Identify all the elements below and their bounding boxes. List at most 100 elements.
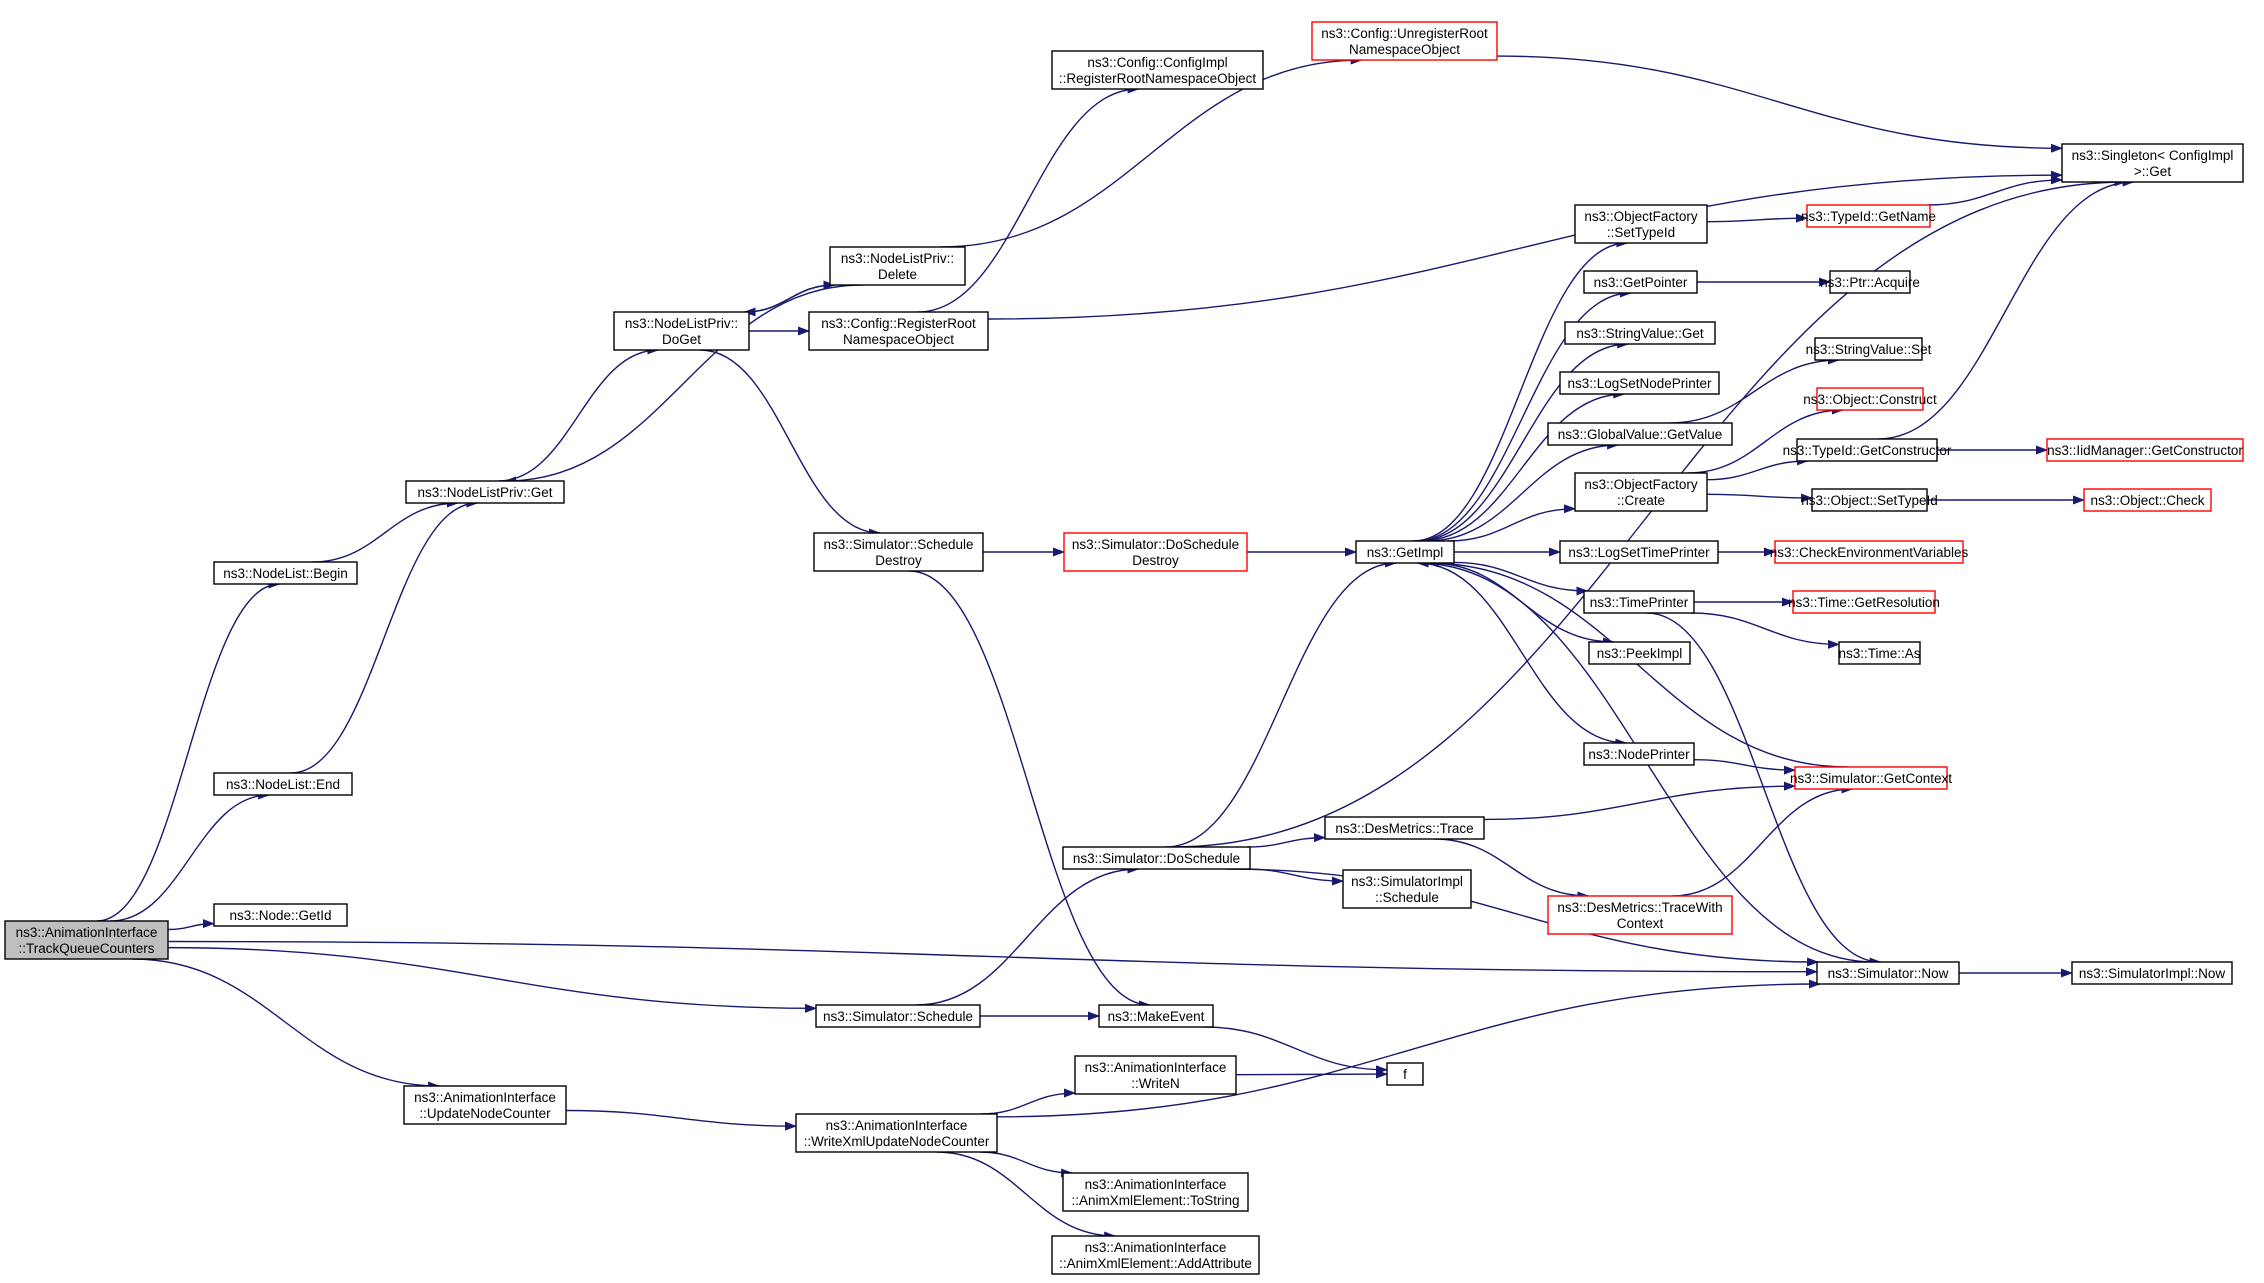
graph-node[interactable]: f bbox=[1386, 1062, 1424, 1086]
node-label: ns3::Simulator::Now bbox=[1828, 966, 1949, 981]
node-label: ns3::TypeId::GetName bbox=[1801, 209, 1936, 224]
node-label: ns3::NodePrinter bbox=[1588, 747, 1690, 762]
graph-node[interactable]: ns3::AnimationInterface::WriteXmlUpdateN… bbox=[795, 1113, 998, 1153]
graph-node[interactable]: ns3::NodePrinter bbox=[1583, 742, 1695, 766]
node-label: ns3::Simulator::Schedule bbox=[823, 537, 973, 552]
edge-n_getimpl-to-n_stringvalue_get bbox=[1416, 339, 1630, 542]
edge-n_cfg_reg-to-n_singleton bbox=[987, 170, 2063, 320]
edge-n_getimpl-to-n_nodeprinter bbox=[1417, 562, 1628, 748]
node-box bbox=[1074, 1055, 1237, 1095]
graph-node[interactable]: ns3::TimePrinter bbox=[1583, 590, 1695, 614]
graph-node[interactable]: ns3::Simulator::Schedule bbox=[815, 1004, 981, 1028]
graph-node[interactable]: ns3::AnimationInterface::UpdateNodeCount… bbox=[403, 1085, 567, 1125]
graph-node[interactable]: ns3::ObjectFactory::SetTypeId bbox=[1574, 204, 1708, 244]
node-box bbox=[1816, 387, 1924, 411]
graph-node[interactable]: ns3::Config::ConfigImpl::RegisterRootNam… bbox=[1051, 50, 1264, 90]
graph-node[interactable]: ns3::CheckEnvironmentVariables bbox=[1770, 540, 1969, 564]
edge-n_sim_doschedule-to-n_sim_now bbox=[1226, 868, 1820, 967]
node-label: ns3::LogSetTimePrinter bbox=[1568, 545, 1710, 560]
node-label: ns3::Ptr::Acquire bbox=[1820, 275, 1920, 290]
node-box bbox=[1829, 270, 1911, 294]
graph-node[interactable]: ns3::Simulator::GetContext bbox=[1790, 766, 1952, 790]
node-box bbox=[213, 772, 353, 796]
node-label: ns3::Simulator::GetContext bbox=[1790, 771, 1952, 786]
edge-n_nlp_get-to-n_nlp_doget bbox=[498, 345, 660, 482]
graph-node[interactable]: ns3::IidManager::GetConstructor bbox=[2046, 438, 2244, 462]
graph-node[interactable]: ns3::Ptr::Acquire bbox=[1820, 270, 1920, 294]
graph-node[interactable]: ns3::AnimationInterface::AnimXmlElement:… bbox=[1051, 1235, 1260, 1275]
node-box bbox=[1811, 488, 1928, 512]
graph-node[interactable]: ns3::Simulator::Now bbox=[1816, 961, 1960, 985]
nodes-layer: ns3::AnimationInterface::TrackQueueCount… bbox=[4, 21, 2244, 1275]
graph-node[interactable]: ns3::NodeListPriv::Delete bbox=[829, 246, 966, 286]
node-label: Destroy bbox=[1132, 553, 1179, 568]
node-box bbox=[1559, 540, 1719, 564]
graph-node[interactable]: ns3::Config::UnregisterRootNamespaceObje… bbox=[1311, 21, 1498, 61]
node-label: ns3::SimulatorImpl::Now bbox=[2079, 966, 2226, 981]
edge-n_getimpl-to-n_of_create bbox=[1448, 504, 1576, 542]
graph-node[interactable]: ns3::Object::Construct bbox=[1803, 387, 1937, 411]
node-label: Destroy bbox=[875, 553, 922, 568]
graph-node[interactable]: ns3::AnimationInterface::TrackQueueCount… bbox=[4, 920, 169, 960]
graph-node[interactable]: ns3::PeekImpl bbox=[1588, 641, 1691, 665]
node-label: ns3::NodeListPriv:: bbox=[625, 316, 738, 331]
graph-node[interactable]: ns3::Config::RegisterRootNamespaceObject bbox=[808, 311, 989, 351]
graph-node[interactable]: ns3::Object::Check bbox=[2083, 488, 2212, 512]
graph-node[interactable]: ns3::Singleton< ConfigImpl>::Get bbox=[2061, 143, 2244, 183]
edge-n_typeid_getctor-to-n_singleton bbox=[1877, 177, 2135, 440]
edge-n_of_create-to-n_object_settypeid bbox=[1706, 493, 1813, 503]
node-label: ns3::AnimationInterface bbox=[1085, 1240, 1227, 1255]
graph-node[interactable]: ns3::DesMetrics::Trace bbox=[1324, 816, 1485, 840]
graph-node[interactable]: ns3::Simulator::DoSchedule bbox=[1062, 846, 1251, 870]
node-label: ns3::AnimationInterface bbox=[1085, 1177, 1227, 1192]
edge-n_getimpl-to-n_getpointer bbox=[1414, 288, 1632, 542]
node-label: ns3::StringValue::Get bbox=[1576, 326, 1704, 341]
node-box bbox=[2061, 143, 2244, 183]
graph-node[interactable]: ns3::NodeList::Begin bbox=[213, 561, 358, 585]
graph-node[interactable]: ns3::AnimationInterface::AnimXmlElement:… bbox=[1062, 1172, 1249, 1212]
graph-node[interactable]: ns3::NodeListPriv::DoGet bbox=[613, 311, 750, 351]
graph-node[interactable]: ns3::ObjectFactory::Create bbox=[1574, 472, 1708, 512]
node-label: ns3::StringValue::Set bbox=[1806, 342, 1932, 357]
node-box bbox=[813, 532, 984, 572]
edge-n_typeid_getname-to-n_singleton bbox=[1927, 175, 2063, 206]
graph-node[interactable]: ns3::StringValue::Get bbox=[1564, 321, 1716, 345]
graph-node[interactable]: ns3::NodeList::End bbox=[213, 772, 353, 796]
graph-node[interactable]: ns3::GetPointer bbox=[1583, 270, 1698, 294]
graph-node[interactable]: ns3::StringValue::Set bbox=[1806, 337, 1932, 361]
graph-node[interactable]: ns3::LogSetNodePrinter bbox=[1559, 371, 1720, 395]
graph-node[interactable]: ns3::NodeListPriv::Get bbox=[405, 480, 565, 504]
node-label: ::UpdateNodeCounter bbox=[419, 1106, 551, 1121]
node-box bbox=[1583, 742, 1695, 766]
node-box bbox=[2046, 438, 2244, 462]
node-box bbox=[1794, 766, 1948, 790]
graph-node[interactable]: ns3::GlobalValue::GetValue bbox=[1547, 422, 1733, 446]
graph-node[interactable]: ns3::LogSetTimePrinter bbox=[1559, 540, 1719, 564]
graph-node[interactable]: ns3::GetImpl bbox=[1355, 540, 1455, 564]
graph-node[interactable]: ns3::MakeEvent bbox=[1098, 1004, 1214, 1028]
graph-node[interactable]: ns3::Node::GetId bbox=[213, 903, 348, 927]
graph-node[interactable]: ns3::SimulatorImpl::Now bbox=[2071, 961, 2233, 985]
node-box bbox=[1547, 422, 1733, 446]
edge-n_getimpl-to-n_logsetnodeprinter bbox=[1420, 389, 1626, 542]
edge-n_desmetrics_trace-to-n_desmetrics_tracewith bbox=[1434, 838, 1590, 901]
graph-node[interactable]: ns3::SimulatorImpl::Schedule bbox=[1342, 869, 1472, 909]
graph-node[interactable]: ns3::TypeId::GetName bbox=[1801, 204, 1936, 228]
node-label: ::TrackQueueCounters bbox=[18, 941, 154, 956]
node-label: ns3::Singleton< ConfigImpl bbox=[2072, 148, 2234, 163]
node-label: ns3::Simulator::Schedule bbox=[823, 1009, 973, 1024]
node-label: ::Create bbox=[1617, 493, 1665, 508]
graph-node[interactable]: ns3::AnimationInterface::WriteN bbox=[1074, 1055, 1237, 1095]
node-label: f bbox=[1403, 1067, 1407, 1082]
node-box bbox=[1559, 371, 1720, 395]
graph-node[interactable]: ns3::Time::GetResolution bbox=[1788, 590, 1940, 614]
graph-node[interactable]: ns3::Time::As bbox=[1838, 641, 1921, 665]
node-box bbox=[1583, 270, 1698, 294]
edge-n_getimpl-to-n_timeprinter bbox=[1453, 561, 1589, 596]
graph-node[interactable]: ns3::Object::SetTypeId bbox=[1801, 488, 1938, 512]
node-label: ns3::AnimationInterface bbox=[826, 1118, 968, 1133]
graph-node[interactable]: ns3::TypeId::GetConstructor bbox=[1783, 438, 1952, 462]
